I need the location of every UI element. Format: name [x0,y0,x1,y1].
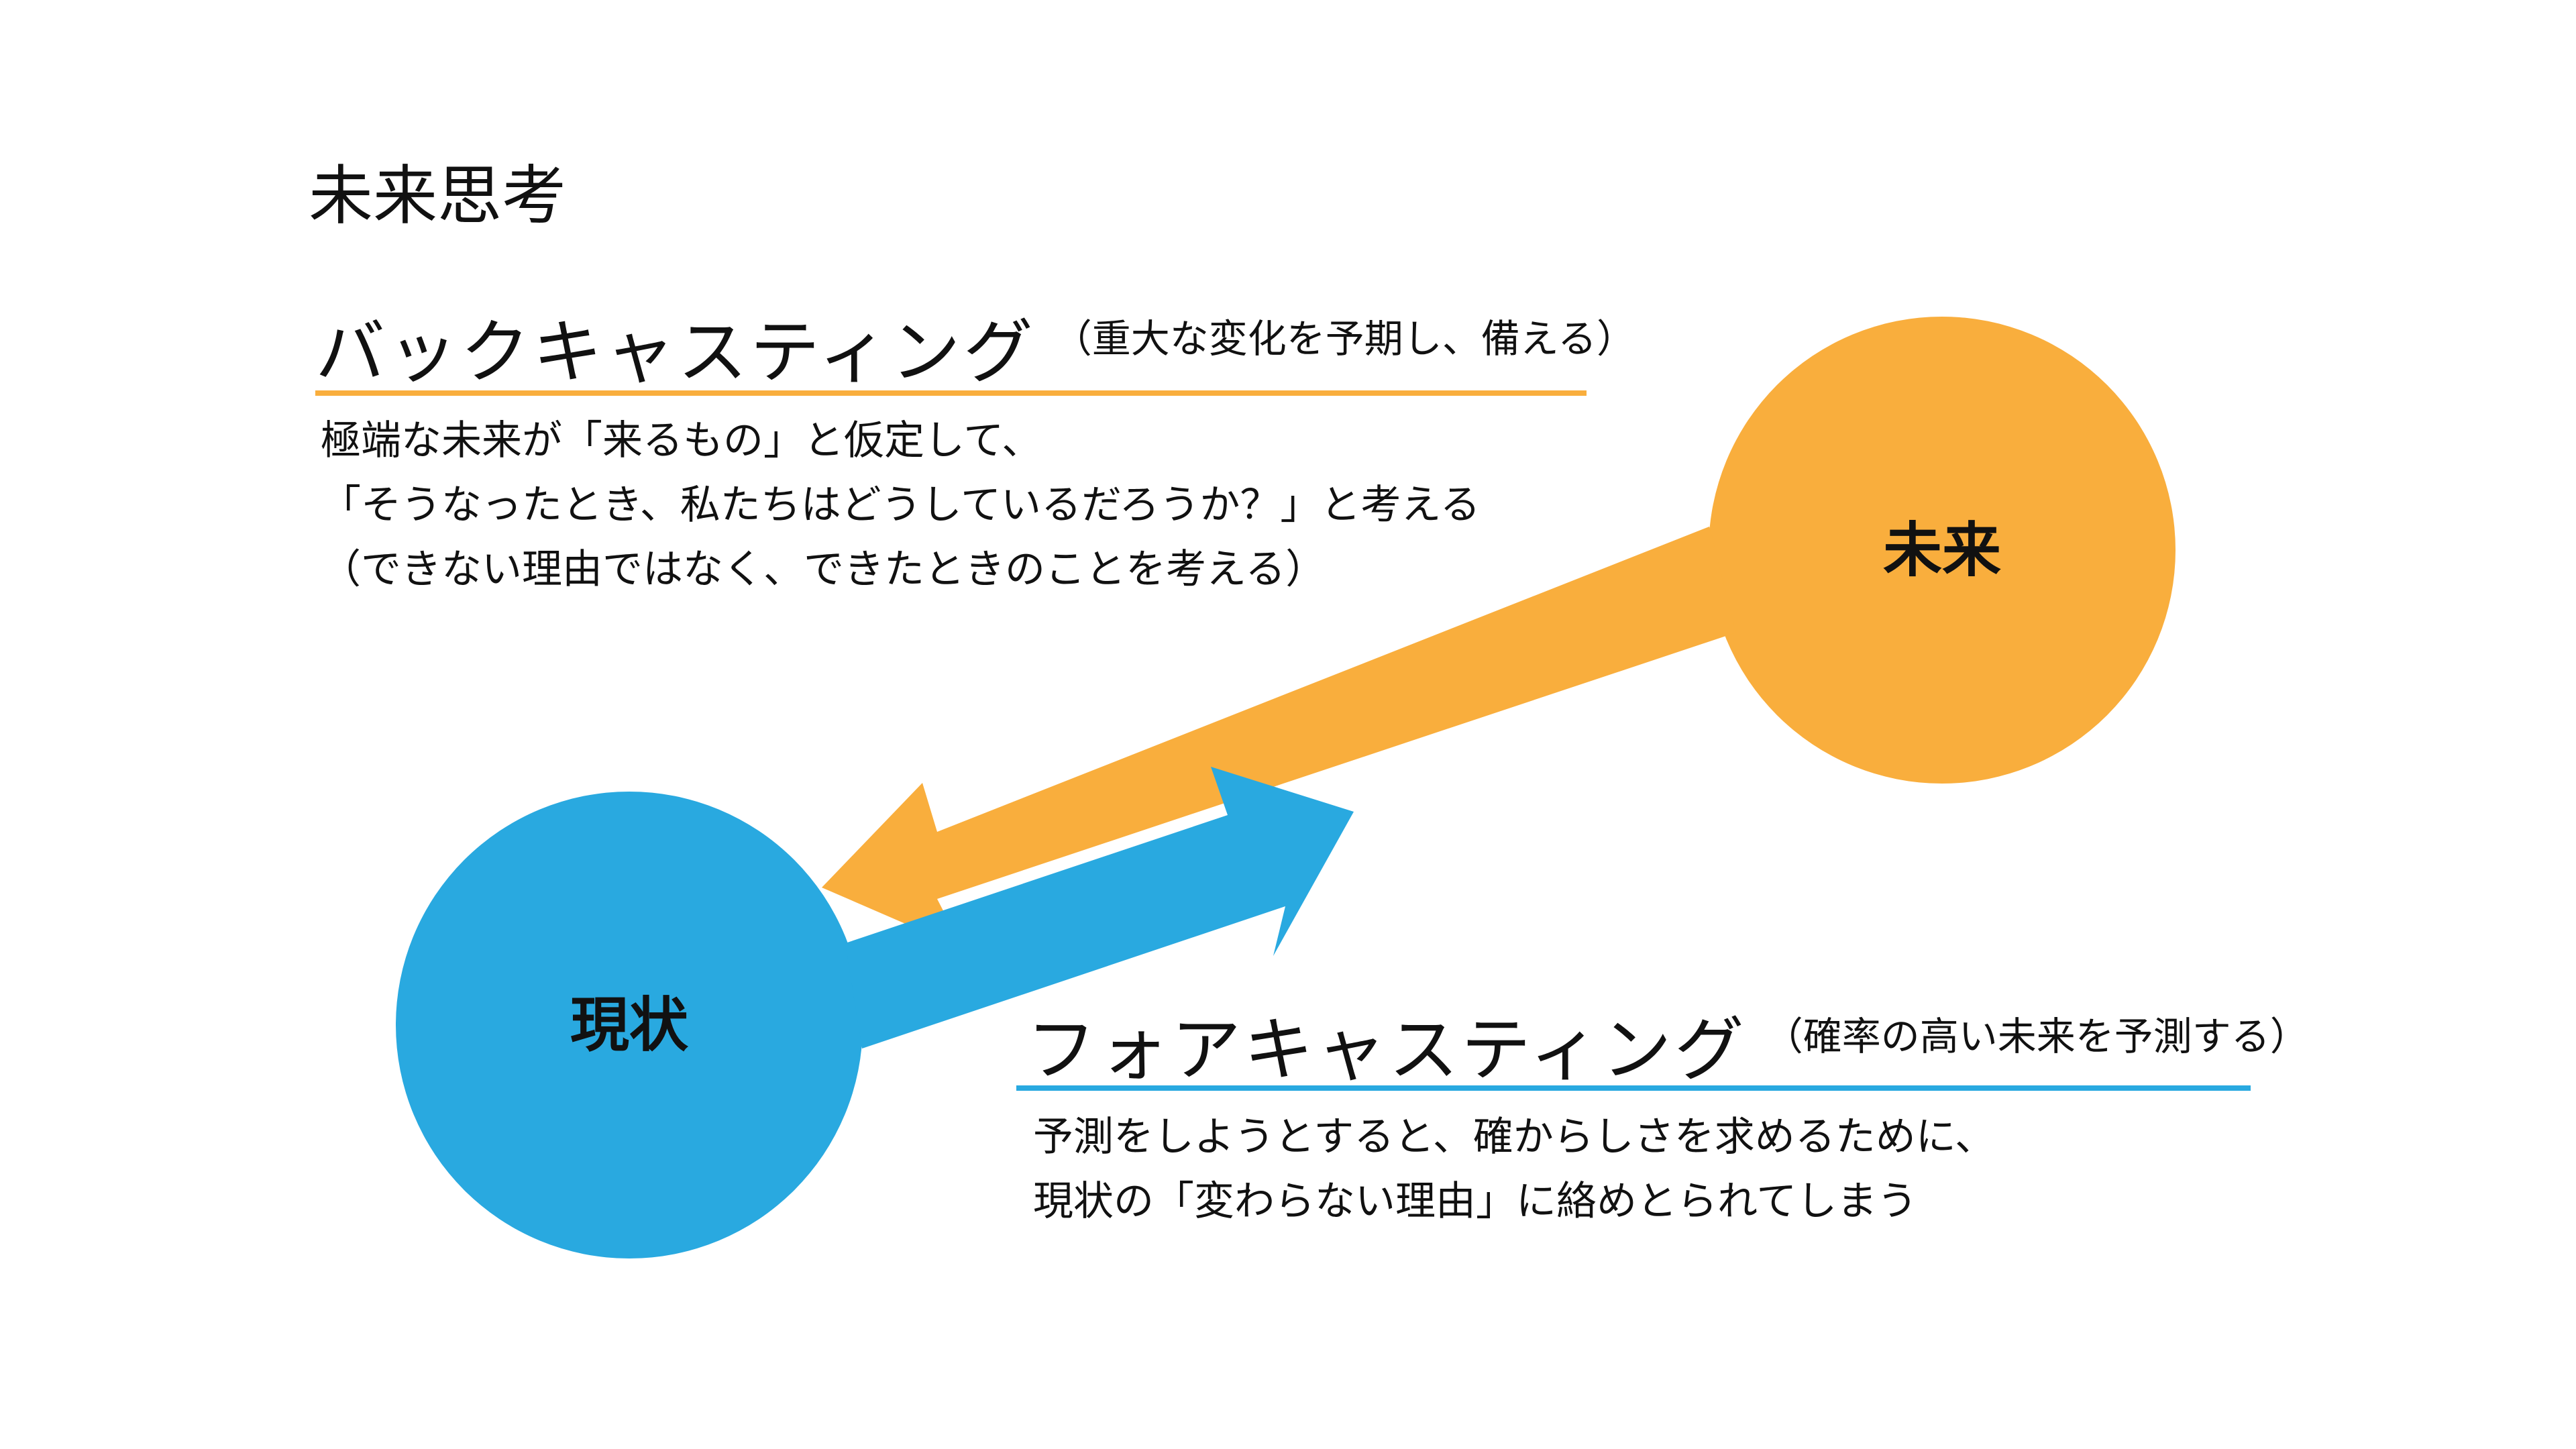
present-node-circle [396,792,863,1258]
backcasting-subtitle: （重大な変化を予期し、備える） [1053,316,1636,362]
present-node-label: 現状 [570,991,689,1060]
future-node-label: 未来 [1883,516,2001,585]
backcasting-title: バックキャスティング [315,311,1036,393]
backcasting-heading: バックキャスティング （重大な変化を予期し、備える） [315,309,1635,396]
forecasting-subtitle: （確率の高い未来を予測する） [1764,1014,2309,1059]
forecasting-title: フォアキャスティング [1026,1009,1747,1091]
page-title: 未来思考 [309,158,566,233]
future-node-circle [1709,317,2176,784]
forecasting-underline [1016,1085,2251,1091]
backcasting-underline [315,390,1587,396]
forecasting-heading: フォアキャスティング （確率の高い未来を予測する） [1026,1006,2309,1093]
backcasting-description-line: （できない理由ではなく、できたときのことを考える） [321,546,1326,593]
forecasting-arrow [845,767,1354,1049]
forecasting-description-line: 現状の「変わらない理由」に絡めとられてしまう [1033,1178,1918,1225]
forecasting-description-line: 予測をしようとすると、確からしさを求めるために、 [1033,1114,1995,1161]
backcasting-description-line: 極端な未来が「来るもの」と仮定して、 [321,417,1042,464]
backcasting-arrow [822,527,1736,949]
backcasting-description-line: 「そうなったとき、私たちはどうしているだろうか？」と考える [321,482,1481,529]
